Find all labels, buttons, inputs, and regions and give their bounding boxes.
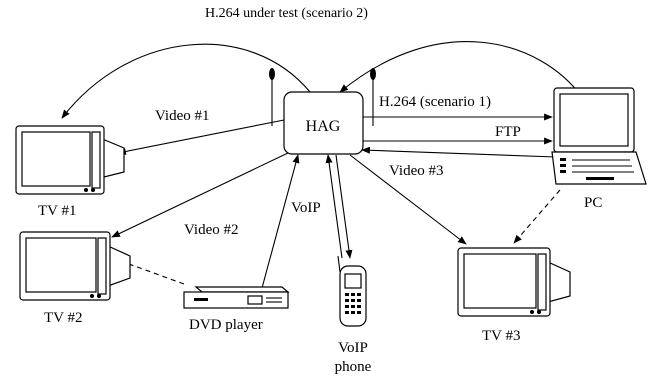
dvd-label: DVD player (189, 317, 263, 333)
edge-video2-to-tv2 (111, 151, 291, 238)
edge-video1 (117, 119, 285, 155)
label-video2: Video #2 (184, 222, 239, 238)
pc-icon (551, 87, 647, 185)
label-h264-under-test: H.264 under test (scenario 2) (205, 6, 368, 21)
tv2-icon (19, 231, 131, 301)
voip-phone-label-line1: VoIP (338, 340, 368, 356)
label-video3: Video #3 (389, 163, 444, 179)
tv3-icon (457, 247, 571, 317)
edge-pc-arc-to-hag (339, 41, 583, 98)
edge-video3-to-hag (361, 146, 557, 158)
edge-voip-up (325, 154, 343, 259)
edge-voip-down (335, 154, 353, 259)
pc-label: PC (584, 195, 602, 211)
voip-phone-label-line2: phone (335, 359, 372, 375)
hag-node: HAG (269, 68, 376, 155)
label-h264-scenario1: H.264 (scenario 1) (379, 94, 491, 110)
voip-phone-icon (337, 255, 367, 327)
hag-label: HAG (306, 118, 341, 135)
edge-hag-to-tv3 (349, 154, 467, 245)
tv3-label: TV #3 (482, 328, 520, 344)
label-ftp: FTP (495, 124, 521, 140)
tv1-icon (15, 125, 125, 195)
label-voip: VoIP (291, 200, 321, 216)
dvd-player-icon (183, 286, 290, 309)
tv2-label: TV #2 (44, 310, 82, 326)
edge-hag-arc-to-tv1 (61, 43, 311, 119)
edge-pc-to-tv3-dashed (513, 189, 561, 244)
label-video1: Video #1 (155, 108, 210, 124)
tv1-label: TV #1 (38, 203, 76, 219)
edge-video2-from-dvd (261, 154, 300, 289)
